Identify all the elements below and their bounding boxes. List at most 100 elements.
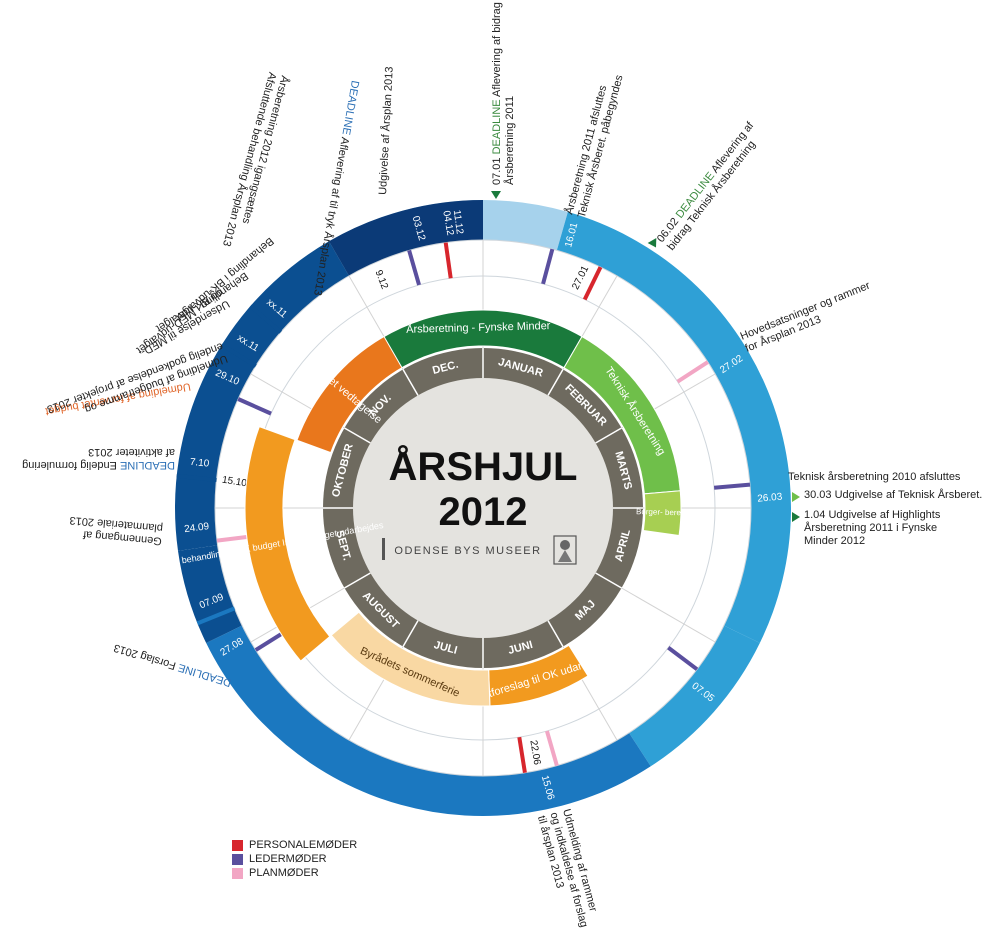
- month-label-6: JULI: [432, 639, 458, 657]
- date-tick: [220, 343, 257, 368]
- date-marker-18: 11.12: [451, 209, 465, 235]
- center-disc: ÅRSHJUL 2012 ODENSE BYS MUSEER: [353, 378, 613, 638]
- project-label-2: Borger- beretn.: [636, 507, 690, 517]
- legend-swatch: [232, 853, 243, 865]
- outer-ring-segment-1: [556, 211, 791, 644]
- outer-ring-segment-4: [177, 545, 243, 644]
- date-tick: [176, 473, 217, 482]
- deadline-tag: DEADLINE: [339, 79, 361, 138]
- annotation-line2: af aktiviteter 2013: [88, 446, 175, 458]
- annotation-a1112: Udgivelse af Årsplan 2013: [376, 66, 396, 195]
- project-arc-6: [296, 335, 403, 454]
- month-divider: [595, 427, 622, 444]
- date-tick: [676, 360, 709, 384]
- date-tick: [582, 266, 603, 301]
- project-arc-2: [642, 490, 682, 537]
- wheel-title-line1: ÅRSHJUL: [389, 444, 578, 489]
- legend-swatch: [232, 867, 243, 879]
- annotation-text1: Hovedsatsninger og rammer: [739, 280, 872, 343]
- legend-item-planmoder: PLANMØDER: [232, 866, 357, 880]
- date-marker-17: 04.12: [440, 210, 455, 237]
- deadline-triangle-icon: [792, 492, 800, 502]
- annotation-line2: Årsberetning 2011: [503, 96, 516, 185]
- date-tick: [517, 736, 527, 774]
- deadline-triangle-icon: [647, 238, 657, 248]
- annotation-line1: Hovedsatsninger og rammer: [739, 280, 872, 343]
- annotation-line1: 30.03 Udgivelse af Teknisk Årsberet.: [804, 488, 982, 501]
- legend-label: PERSONALEMØDER: [249, 839, 358, 851]
- date-marker-11: 15.10: [221, 475, 248, 490]
- outer-ring-segment-2: [628, 625, 760, 767]
- annotation-text1: Aflevering af bidrag Highlights: [491, 0, 503, 97]
- date-tick: [407, 249, 421, 286]
- deadline-triangle-icon: [792, 512, 800, 522]
- deadline-triangle-icon: [491, 191, 501, 199]
- month-divider: [595, 572, 622, 589]
- annotation-a2603: Teknisk årsberetning 2010 afsluttes: [788, 471, 961, 483]
- annotation-line1: 1.04 Udgivelse af Highlights: [804, 509, 941, 521]
- annotation-line1: DEADLINE Endelig formulering: [22, 459, 175, 471]
- date-marker-10: 7.10: [189, 457, 210, 470]
- annotation-text1: Teknisk årsberetning 2010 afsluttes: [788, 471, 961, 483]
- outer-ring-segment-6: [329, 200, 483, 276]
- annotation-text1: Endelig formulering: [22, 459, 117, 471]
- coat-of-arms-icon: [553, 535, 577, 565]
- inner-band-white: [349, 239, 557, 308]
- month-divider: [547, 620, 564, 647]
- deadline-tag: DEADLINE: [491, 97, 503, 154]
- date-tick: [443, 242, 453, 279]
- wheel-title-line2: 2012: [439, 490, 528, 534]
- annotation-a3003: 30.03 Udgivelse af Teknisk Årsberet.: [804, 488, 982, 501]
- annotation-line3: Minder 2012: [804, 535, 865, 547]
- legend-item-ledermoder: LEDERMØDER: [232, 852, 357, 866]
- center-circle: [353, 378, 613, 638]
- annotation-line1: 06.02 DEADLINE Aflevering af: [655, 119, 757, 245]
- month-divider: [547, 369, 564, 396]
- annotation-a0312: Årsberetning 2012 igangsættesAfsluttende…: [220, 71, 292, 248]
- date-tick: [249, 304, 283, 334]
- annotation-date: 07.01: [491, 154, 503, 185]
- annotation-line1: Teknisk årsberetning 2010 afsluttes: [788, 471, 961, 483]
- date-tick: [196, 606, 236, 626]
- annotation-line1: Udgivelse af Årsplan 2013: [376, 66, 396, 195]
- annotation-line1: 07.01 DEADLINE Aflevering af bidrag High…: [491, 0, 503, 185]
- org-logo-bar: [382, 538, 385, 560]
- legend: PERSONALEMØDER LEDERMØDER PLANMØDER: [232, 838, 357, 880]
- annotation-text1: Forslag 2013: [112, 641, 177, 671]
- date-tick: [237, 397, 272, 416]
- annotation-a0701: 07.01 DEADLINE Aflevering af bidrag High…: [491, 0, 516, 185]
- annotation-line2: bidrag Teknisk Årsberetning: [664, 138, 758, 253]
- annotation-a0104: 1.04 Udgivelse af HighlightsÅrsberetning…: [804, 509, 941, 547]
- legend-label: LEDERMØDER: [249, 853, 327, 865]
- legend-label: PLANMØDER: [249, 867, 319, 879]
- project-arc-5: [244, 425, 331, 662]
- legend-item-personalemoder: PERSONALEMØDER: [232, 838, 357, 852]
- date-tick: [713, 482, 751, 490]
- month-divider: [344, 572, 371, 589]
- date-marker-3: 26.03: [757, 492, 783, 505]
- month-spoke: [621, 587, 716, 643]
- month-divider: [344, 427, 371, 444]
- date-marker-9: 24.09: [184, 521, 211, 535]
- month-divider: [402, 620, 419, 647]
- date-tick: [541, 248, 555, 285]
- organization-name: ODENSE BYS MUSEER: [394, 545, 541, 557]
- project-arc-4: [330, 611, 491, 707]
- outer-ring-segment-3: [206, 625, 651, 816]
- date-tick: [545, 730, 559, 767]
- month-divider: [402, 369, 419, 396]
- annotation-line2: Årsberetning 2011 i Fynske: [804, 521, 937, 534]
- annotation-text1: Udgivelse af Årsplan 2013: [376, 66, 396, 195]
- deadline-tag: DEADLINE: [117, 459, 175, 471]
- annotation-text1: 30.03 Udgivelse af Teknisk Årsberet.: [804, 488, 982, 501]
- project-label-0: Årsberetning - Fynske Minder: [406, 319, 551, 336]
- date-marker-6: 22.06: [527, 739, 542, 766]
